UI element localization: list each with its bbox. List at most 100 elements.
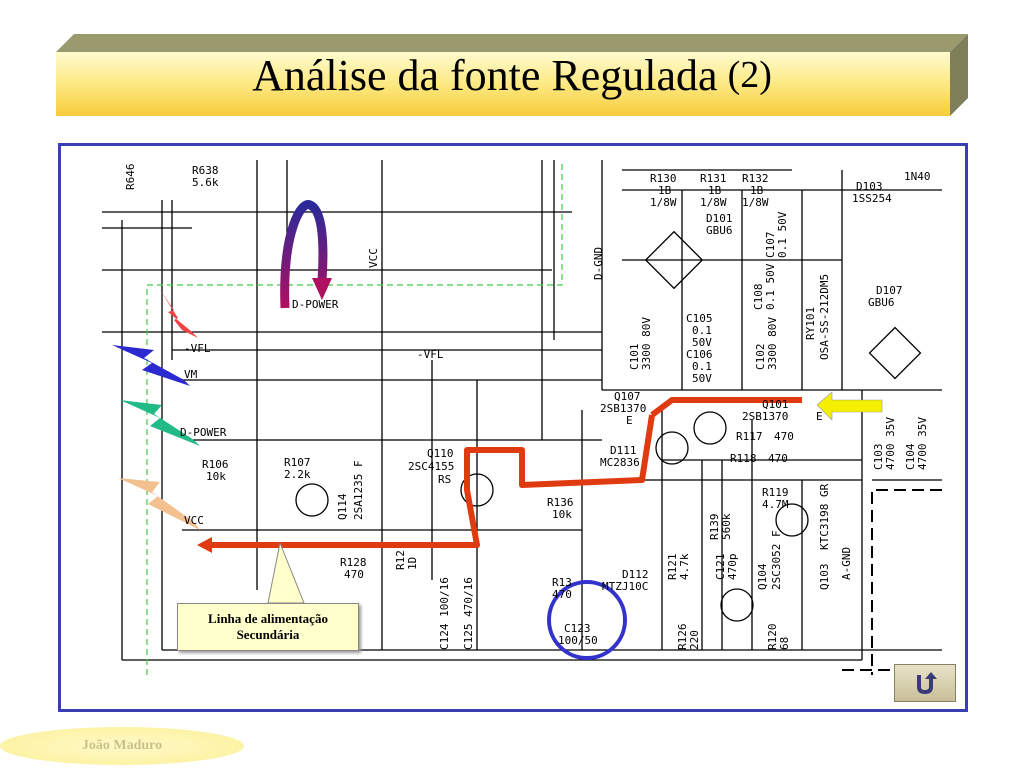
label-r638-val: 5.6k [192, 176, 219, 189]
return-arrow-icon [917, 672, 937, 695]
label-r13x-val: 470 [552, 588, 572, 601]
label-d111-part: MC2836 [600, 456, 640, 469]
label-c104-val: 4700 35V [916, 417, 929, 470]
slide-title: Análise da fonte Regulada (2) [56, 34, 968, 116]
label-c106-val: 0.1 [692, 360, 712, 373]
label-d-gnd: D-GND [592, 247, 605, 280]
label-q114: Q114 [336, 493, 349, 520]
label-r130: R130 [650, 172, 677, 185]
label-d103-type: 1N40 [904, 170, 931, 183]
label-q107-e: E [626, 414, 633, 427]
label-r132-spec2: 1/8W [742, 196, 769, 209]
label-c105: C105 [686, 312, 713, 325]
label-r130-spec: 1B [658, 184, 672, 197]
label-r130-spec2: 1/8W [650, 196, 677, 209]
label-c106-v: 50V [692, 372, 712, 385]
label-r131: R131 [700, 172, 727, 185]
label-d112: D112 [622, 568, 649, 581]
label-r139: R139 [708, 514, 721, 541]
label-vfl: -VFL [184, 342, 211, 355]
label-r139-val: 560k [720, 513, 733, 540]
label-r117: R117 [736, 430, 763, 443]
label-q101-part: 2SB1370 [742, 410, 788, 423]
label-c102-val: 3300 80V [766, 317, 779, 370]
label-d107-part: GBU6 [868, 296, 895, 309]
label-q104: Q104 [756, 563, 769, 590]
label-r118-val: 470 [768, 452, 788, 465]
label-r119: R119 [762, 486, 789, 499]
back-button[interactable] [894, 664, 956, 702]
label-ry101: RY101 [804, 307, 817, 340]
label-c105-v: 50V [692, 336, 712, 349]
label-q104-part: 2SC3052 F [770, 530, 783, 590]
label-vcc-tag: VCC [367, 248, 380, 268]
label-r638: R638 [192, 164, 219, 177]
secondary-line-callout: Linha de alimentação Secundária [177, 603, 359, 651]
label-c121-val: 470p [726, 554, 739, 581]
label-r120-val: 68 [778, 637, 791, 650]
label-c101: C101 [628, 344, 641, 371]
title-suffix: (2) [727, 54, 772, 96]
label-d-power-tag: D-POWER [292, 298, 339, 311]
label-q114-part: 2SA1235 F [352, 460, 365, 520]
label-q103: Q103 [818, 564, 831, 591]
label-r117-val: 470 [774, 430, 794, 443]
label-r136-val: 10k [552, 508, 572, 521]
label-ry101-part: OSA-SS-212DM5 [818, 274, 831, 360]
label-r120: R120 [766, 624, 779, 651]
label-r132: R132 [742, 172, 769, 185]
label-q110-part: 2SC4155 [408, 460, 454, 473]
label-c108-val: 0.1 50V [764, 263, 777, 310]
label-d107: D107 [876, 284, 903, 297]
label-r118: R118 [730, 452, 757, 465]
label-c121: C121 [714, 554, 727, 581]
label-q107: Q107 [614, 390, 641, 403]
label-d103: D103 [856, 180, 883, 193]
label-c107-val: 0.1 50V [776, 211, 789, 258]
label-q101-e: E [816, 410, 823, 423]
label-r128: R128 [340, 556, 367, 569]
label-c106: C106 [686, 348, 713, 361]
label-r131-spec2: 1/8W [700, 196, 727, 209]
label-r132-spec: 1B [750, 184, 764, 197]
label-q110: Q110 [427, 447, 454, 460]
label-r646: R646 [124, 164, 137, 191]
author-label: João Maduro [0, 727, 244, 765]
label-d112-part: MTZJ10C [602, 580, 648, 593]
label-r131-spec: 1B [708, 184, 722, 197]
label-vm: VM [184, 368, 198, 381]
label-c103-val: 4700 35V [884, 417, 897, 470]
label-q107-part: 2SB1370 [600, 402, 646, 415]
label-r126: R126 [676, 624, 689, 651]
label-c107: C107 [764, 232, 777, 259]
label-r121-val: 4.7k [678, 553, 691, 580]
label-r106: R106 [202, 458, 229, 471]
label-c125: C125 470/16 [462, 577, 475, 650]
title-main: Análise da fonte Regulada [252, 50, 718, 100]
label-c123: C123 [564, 622, 591, 635]
label-r12x: R12 [394, 550, 407, 570]
label-r136: R136 [547, 496, 574, 509]
label-c105-val: 0.1 [692, 324, 712, 337]
callout-pointer [267, 543, 305, 604]
label-d111: D111 [610, 444, 637, 457]
label-r121: R121 [666, 554, 679, 581]
label-q103-part: KTC3198 GR [818, 483, 831, 550]
label-c102: C102 [754, 344, 767, 371]
label-c103: C103 [872, 444, 885, 471]
label-vcc: VCC [184, 514, 204, 527]
label-c101-val: 3300 80V [640, 317, 653, 370]
label-q110-suffix: RS [438, 473, 451, 486]
label-c108: C108 [752, 284, 765, 311]
title-banner [56, 34, 968, 116]
label-c124: C124 100/16 [438, 577, 451, 650]
label-r13x: R13 [552, 576, 572, 589]
label-r107-val: 2.2k [284, 468, 311, 481]
label-r106-val: 10k [206, 470, 226, 483]
label-r107: R107 [284, 456, 311, 469]
label-d-power: D-POWER [180, 426, 227, 439]
label-r128-val: 470 [344, 568, 364, 581]
label-d103-part: 1SS254 [852, 192, 892, 205]
label-vfl-tag: -VFL [417, 348, 444, 361]
label-c104: C104 [904, 443, 917, 470]
